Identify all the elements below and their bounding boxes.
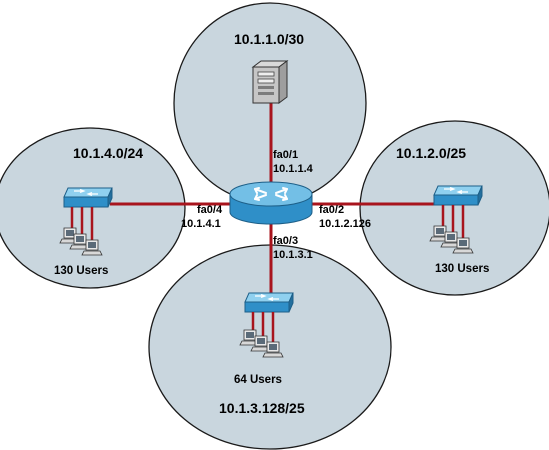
pc-links-right [441, 205, 465, 238]
users-label-bottom: 64 Users [234, 374, 282, 386]
interface-fa01-name: fa0/1 [273, 149, 298, 161]
interface-fa01-ip: 10.1.1.4 [273, 163, 314, 175]
interface-fa04-ip: 10.1.4.1 [181, 218, 221, 230]
switch-icon-bottom[interactable] [244, 292, 294, 313]
switch-icon-right[interactable] [433, 185, 483, 206]
router-icon[interactable] [229, 181, 313, 225]
network-label-bottom: 10.1.3.128/25 [219, 400, 305, 416]
server-icon[interactable] [251, 60, 289, 104]
interface-fa04-name: fa0/4 [197, 204, 223, 216]
network-label-right: 10.1.2.0/25 [396, 145, 466, 161]
users-label-left: 130 Users [54, 265, 108, 277]
interface-fa02-name: fa0/2 [319, 204, 344, 216]
interface-fa02-ip: 10.1.2.126 [319, 218, 371, 230]
pc-links-left [70, 207, 94, 240]
network-label-left: 10.1.4.0/24 [73, 145, 143, 161]
pc-links-bottom [251, 312, 275, 342]
switch-icon-left[interactable] [63, 187, 113, 208]
network-bubble-right [359, 120, 549, 296]
interface-fa03-ip: 10.1.3.1 [273, 249, 313, 261]
users-label-right: 130 Users [435, 263, 489, 275]
network-label-top: 10.1.1.0/30 [234, 31, 304, 47]
interface-fa03-name: fa0/3 [273, 235, 298, 247]
